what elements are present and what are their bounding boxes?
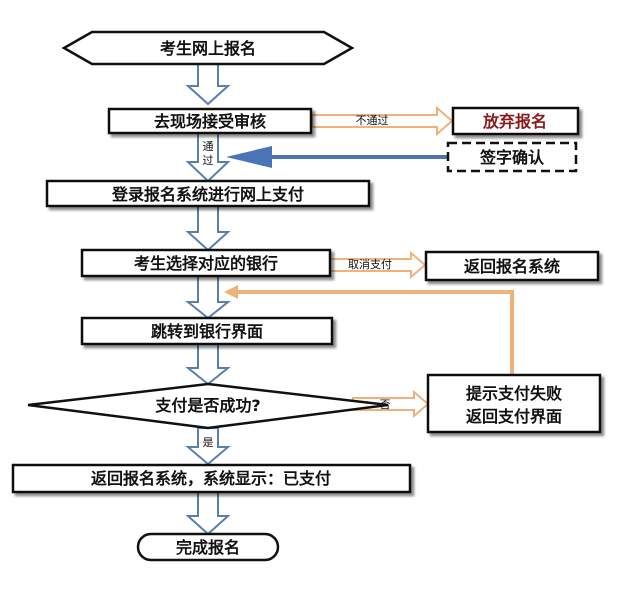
yes-label: 是 <box>203 436 214 449</box>
pay-success-decision <box>27 382 389 430</box>
down-arrow-7 <box>185 491 231 536</box>
cancel-pay-label: 取消支付 <box>348 257 392 271</box>
retry-loop-arrowhead <box>224 285 238 299</box>
down-arrow-3 <box>185 205 231 252</box>
back-to-system-box <box>424 250 600 282</box>
cancel-pay-arrow <box>329 250 427 280</box>
give-up-label: 放弃报名 <box>482 112 547 131</box>
end-label: 完成报名 <box>176 538 240 557</box>
give-up-box <box>451 106 580 136</box>
passed-label-line-1: 通 <box>203 140 214 153</box>
not-passed-label: 不通过 <box>356 114 389 127</box>
end-node <box>136 532 280 562</box>
onsite-review-box <box>107 107 313 135</box>
down-arrow-4 <box>185 275 231 320</box>
paid-label: 返回报名系统，系统显示：已支付 <box>91 469 331 488</box>
no-arrow <box>352 389 430 419</box>
retry-loop-line <box>236 290 514 375</box>
sign-arrow-head <box>226 146 272 168</box>
not-passed-arrow <box>311 105 454 137</box>
pay-success-label: 支付是否成功? <box>154 396 260 415</box>
login-pay-label: 登录报名系统进行网上支付 <box>111 185 304 204</box>
sign-confirm-label: 签字确认 <box>479 148 545 167</box>
down-arrow-5 <box>185 343 231 386</box>
pay-fail-box <box>426 373 602 434</box>
paid-box <box>11 463 412 494</box>
down-arrow-6 <box>185 427 231 466</box>
login-pay-box <box>45 179 371 208</box>
sign-confirm-box <box>446 141 578 173</box>
pay-fail-label-line-1: 提示支付失败 <box>466 384 562 403</box>
onsite-review-label: 去现场接受审核 <box>154 112 266 131</box>
sign-arrow-shaft <box>268 155 448 159</box>
choose-bank-box <box>80 248 332 278</box>
choose-bank-label: 考生选择对应的银行 <box>134 254 278 273</box>
start-node <box>61 30 355 66</box>
start-label: 考生网上报名 <box>160 39 256 58</box>
no-label: 否 <box>380 398 391 411</box>
back-to-system-label: 返回报名系统 <box>464 257 560 276</box>
down-arrow-2 <box>185 132 231 183</box>
jump-bank-box <box>80 316 334 346</box>
jump-bank-label: 跳转到银行界面 <box>151 322 263 341</box>
passed-label-line-2: 过 <box>203 154 214 167</box>
down-arrow-1 <box>185 63 231 106</box>
pay-fail-label-line-2: 返回支付界面 <box>466 407 562 426</box>
